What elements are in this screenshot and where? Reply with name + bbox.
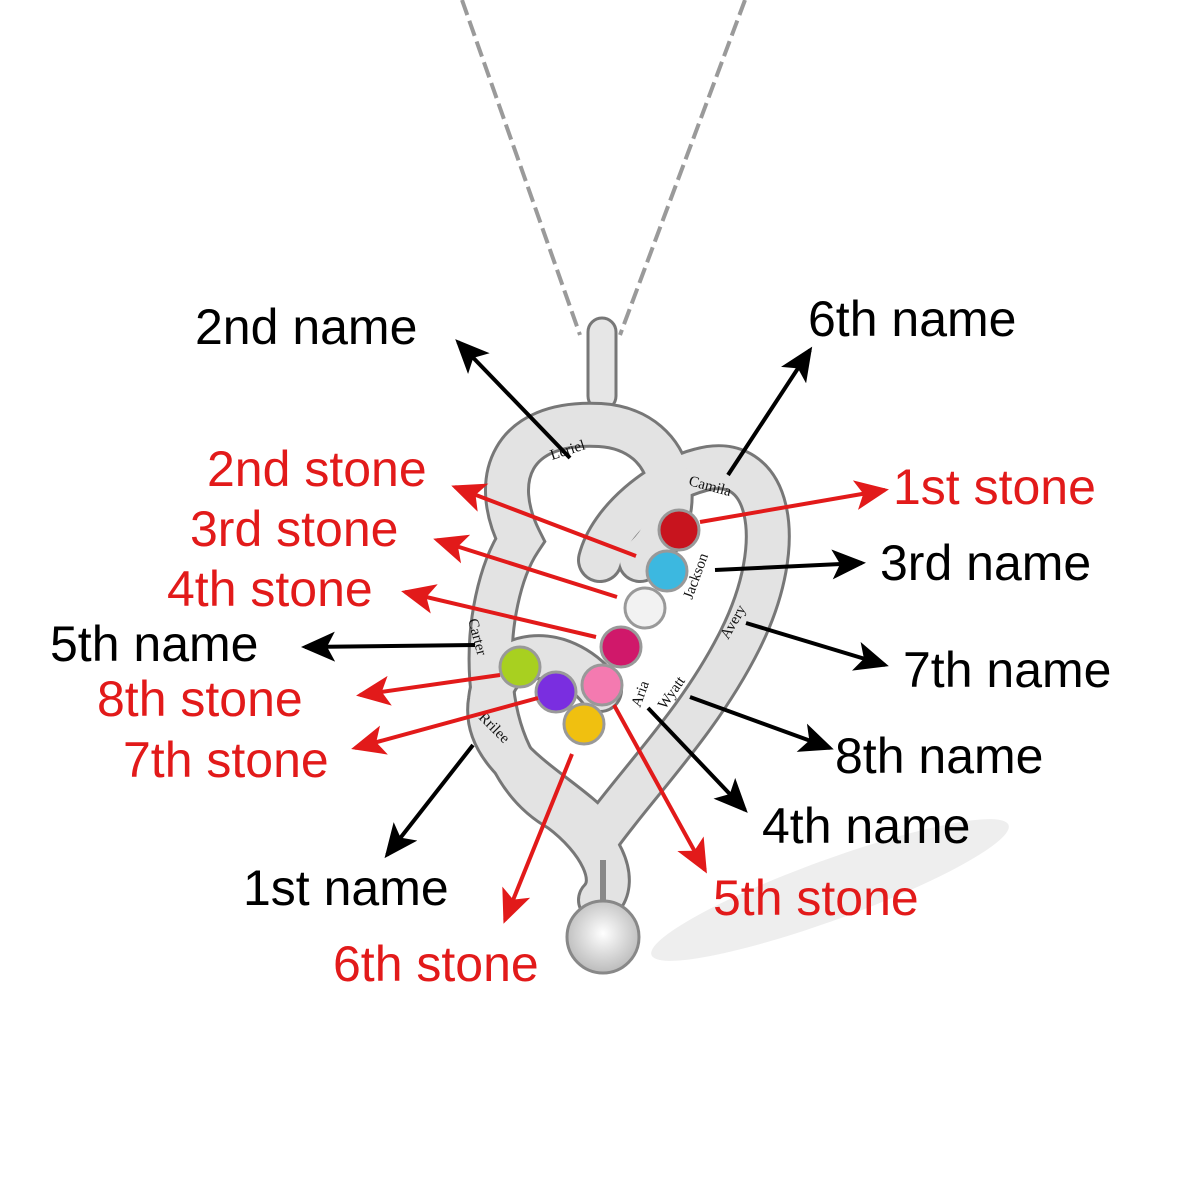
label-7th-stone: 7th stone bbox=[123, 732, 329, 788]
label-3rd-stone: 3rd stone bbox=[190, 501, 399, 557]
arrow-2nd-stone bbox=[451, 483, 637, 558]
label-3rd-name: 3rd name bbox=[880, 535, 1092, 591]
label-7th-name: 7th name bbox=[903, 642, 1112, 698]
stone-3 bbox=[623, 586, 667, 630]
arrow-5th-name bbox=[301, 631, 476, 662]
arrow-1st-stone bbox=[699, 480, 889, 524]
arrow-4th-stone bbox=[401, 584, 597, 639]
bail bbox=[586, 316, 618, 412]
arrow-2nd-name bbox=[455, 339, 572, 460]
label-8th-name: 8th name bbox=[835, 728, 1044, 784]
stone-6 bbox=[562, 702, 606, 746]
label-4th-name: 4th name bbox=[762, 798, 971, 854]
stone-5 bbox=[580, 663, 624, 707]
stone-4 bbox=[599, 625, 643, 669]
birthstones bbox=[498, 508, 701, 746]
chain bbox=[460, 0, 747, 336]
label-2nd-name: 2nd name bbox=[195, 299, 418, 355]
stone-2 bbox=[645, 549, 689, 593]
label-5th-name: 5th name bbox=[50, 616, 259, 672]
arrow-7th-name bbox=[745, 621, 889, 671]
label-5th-stone: 5th stone bbox=[713, 870, 919, 926]
arrow-6th-name bbox=[726, 346, 813, 477]
arrow-1st-name bbox=[384, 743, 475, 859]
stone-7 bbox=[534, 670, 578, 714]
name-arrows bbox=[301, 339, 889, 859]
label-1st-stone: 1st stone bbox=[893, 459, 1096, 515]
arrow-5th-stone bbox=[612, 704, 707, 874]
label-8th-stone: 8th stone bbox=[97, 671, 303, 727]
arrow-7th-stone bbox=[351, 696, 539, 755]
arrow-3rd-stone bbox=[433, 534, 618, 599]
stone-1 bbox=[657, 508, 701, 552]
label-6th-name: 6th name bbox=[808, 291, 1017, 347]
label-6th-stone: 6th stone bbox=[333, 936, 539, 992]
engraved-aria: Aria bbox=[629, 679, 653, 710]
stone-8 bbox=[498, 645, 542, 689]
label-1st-name: 1st name bbox=[243, 860, 449, 916]
stone-arrows bbox=[351, 480, 889, 924]
label-4th-stone: 4th stone bbox=[167, 561, 373, 617]
arrow-6th-stone bbox=[502, 753, 574, 924]
arrow-3rd-name bbox=[714, 549, 866, 580]
arrow-4th-name bbox=[646, 706, 748, 813]
label-2nd-stone: 2nd stone bbox=[207, 441, 427, 497]
arrow-8th-name bbox=[689, 695, 834, 752]
drop-gem bbox=[565, 899, 641, 975]
arrow-8th-stone bbox=[356, 673, 501, 706]
